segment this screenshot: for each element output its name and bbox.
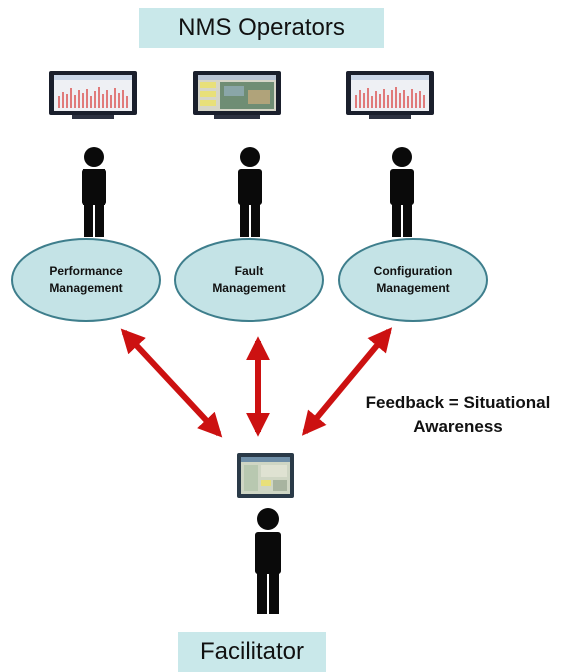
arrow-performance-facilitator: [120, 328, 223, 438]
feedback-line1: Feedback = Situational: [365, 393, 551, 412]
performance-management-label: Performance Management: [26, 263, 146, 297]
feedback-label: Feedback = Situational Awareness: [340, 391, 576, 439]
monitor-icon: [49, 71, 137, 119]
monitor-icon: [237, 453, 294, 498]
ellipse-fault-management: [174, 238, 324, 322]
monitor-icon: [193, 71, 281, 119]
configuration-management-line2: Management: [376, 281, 450, 295]
feedback-line2: Awareness: [413, 417, 503, 436]
fault-management-line1: Fault: [234, 264, 264, 278]
fault-management-line2: Management: [212, 281, 286, 295]
configuration-management-label: Configuration Management: [353, 263, 473, 297]
performance-management-line1: Performance: [49, 264, 123, 278]
configuration-management-line1: Configuration: [373, 264, 453, 278]
facilitator-label: Facilitator: [178, 632, 326, 672]
performance-management-line2: Management: [49, 281, 123, 295]
arrow-configuration-facilitator: [301, 327, 393, 436]
nms-operators-label: NMS Operators: [139, 8, 384, 48]
person-icon: [238, 147, 262, 237]
person-icon: [255, 508, 281, 614]
person-icon: [390, 147, 414, 237]
ellipse-configuration-management: [338, 238, 488, 322]
fault-management-label: Fault Management: [189, 263, 309, 297]
ellipse-performance-management: [11, 238, 161, 322]
monitor-icon: [346, 71, 434, 119]
person-icon: [82, 147, 106, 237]
